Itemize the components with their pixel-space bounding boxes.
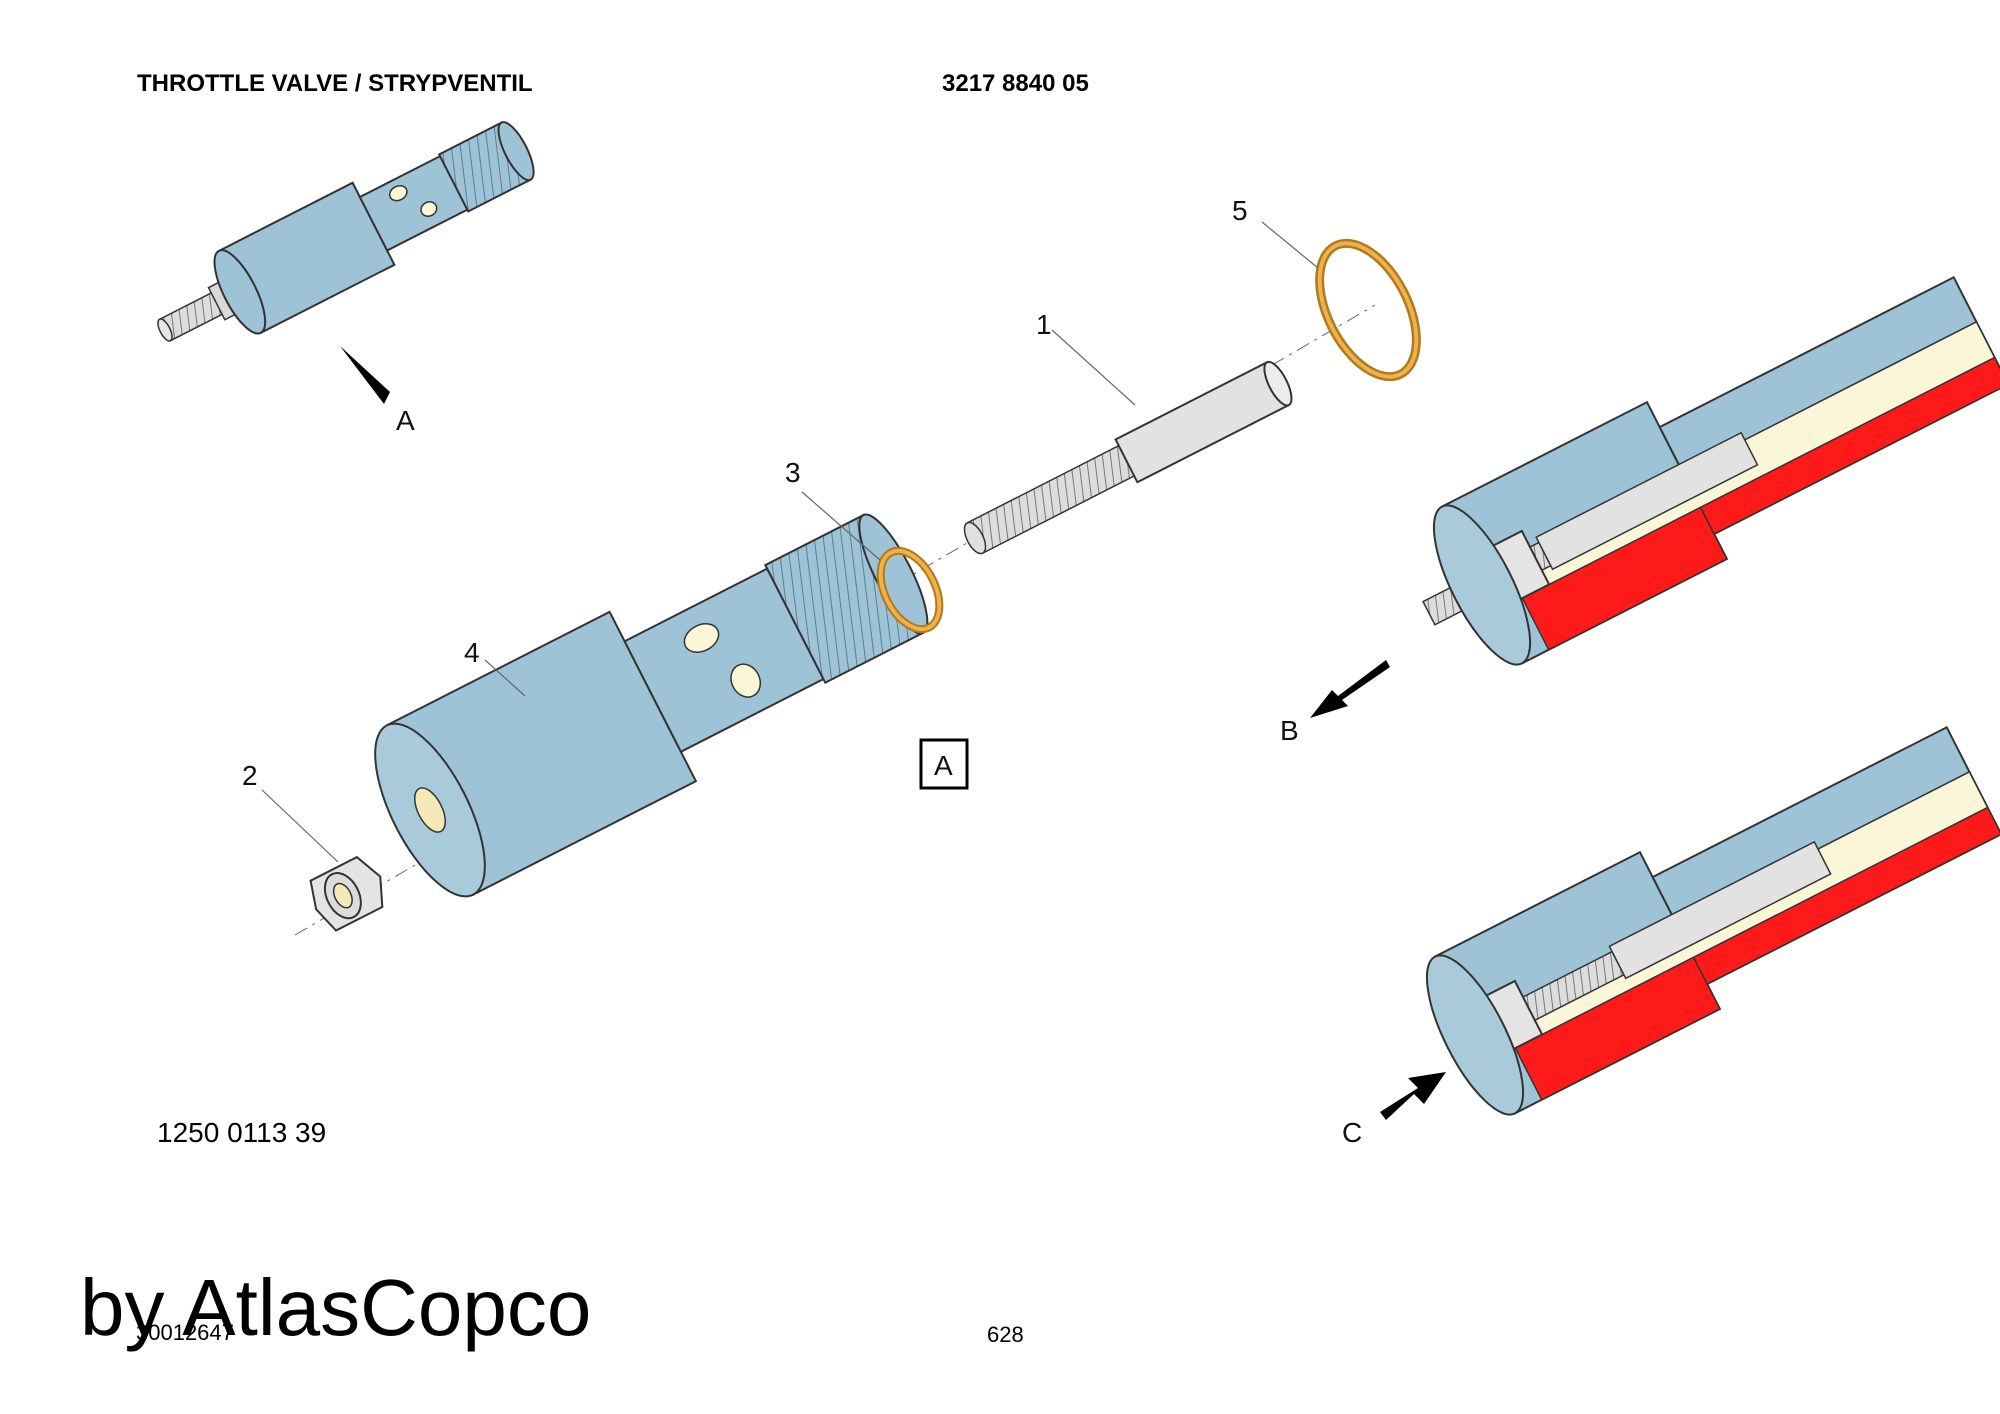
callout-4: 4 [464, 637, 480, 668]
callout-2: 2 [242, 760, 258, 791]
callout-3: 3 [785, 457, 801, 488]
section-view-c: C [1342, 725, 2000, 1148]
flow-c-arrow [1380, 1072, 1446, 1120]
nut-item-2 [309, 855, 384, 932]
view-a-arrow [340, 346, 390, 404]
exploded-view: 1 5 3 4 2 A [242, 195, 1421, 936]
callout-a: A [396, 405, 415, 436]
spindle-item-1 [963, 360, 1293, 555]
document-code: 30012647 [136, 1320, 234, 1345]
watermark: by AtlasCopco [80, 1263, 592, 1352]
page-title: THROTTLE VALVE / STRYPVENTIL [137, 70, 533, 97]
assembled-valve-small: A [157, 121, 535, 436]
callout-5: 5 [1232, 195, 1248, 226]
callout-c: C [1342, 1117, 1362, 1148]
callout-1: 1 [1036, 309, 1052, 340]
valve-body-item-4 [374, 513, 929, 898]
callout-b: B [1280, 715, 1299, 746]
page-number: 628 [987, 1322, 1024, 1347]
part-number: 3217 8840 05 [942, 70, 1089, 97]
callout-box-a: A [934, 750, 953, 781]
drawing-number: 1250 0113 39 [157, 1117, 327, 1148]
flow-b-arrow [1310, 660, 1390, 718]
section-view-b: B [1280, 275, 2000, 746]
view-a-box [919, 738, 969, 790]
